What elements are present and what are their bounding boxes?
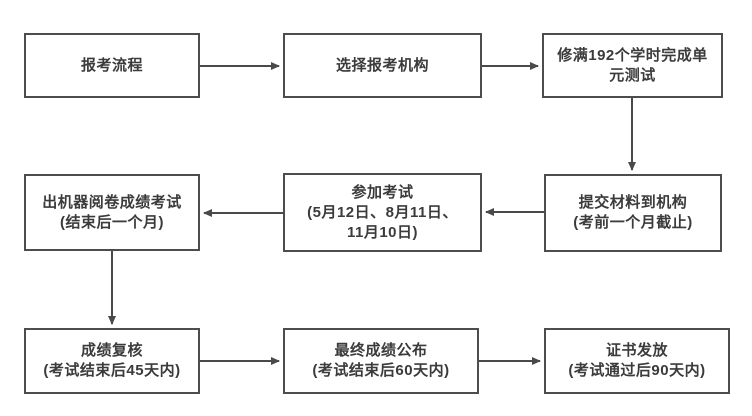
node-label-line: (考试结束后60天内) (312, 362, 450, 379)
node-label-line: (考试结束后45天内) (43, 362, 181, 379)
node-score-review: 成绩复核 (考试结束后45天内) (24, 328, 200, 394)
node-take-exam: 参加考试 (5月12日、8月11日、 11月10日) (283, 173, 482, 252)
node-label-line: 元测试 (609, 66, 656, 84)
node-label-line: 11月10日) (346, 223, 419, 241)
node-label-line: 提交材料到机构 (578, 194, 688, 211)
node-submit-materials: 提交材料到机构 (考前一个月截止) (544, 174, 722, 252)
node-label-line: (考试通过后90天内) (568, 362, 706, 379)
node-final-score-release: 最终成绩公布 (考试结束后60天内) (283, 328, 479, 394)
node-label-line: (5月12日、8月11日、 (307, 203, 458, 221)
node-label-line: 选择报考机构 (335, 56, 429, 74)
node-label-line: 修满192个学时完成单 (557, 46, 708, 64)
node-label-line: 报考流程 (80, 56, 143, 74)
node-label-line: (考前一个月截止) (573, 214, 693, 231)
node-label-line: 参加考试 (351, 183, 414, 201)
node-application-process: 报考流程 (24, 33, 200, 98)
node-label-line: 成绩复核 (80, 342, 143, 359)
node-certificate-issuance: 证书发放 (考试通过后90天内) (544, 328, 730, 394)
node-label-line: (结束后一个月) (60, 213, 164, 231)
node-label-line: 证书发放 (605, 342, 668, 359)
node-machine-scoring: 出机器阅卷成绩考试 (结束后一个月) (24, 174, 200, 251)
node-choose-institution: 选择报考机构 (283, 33, 482, 98)
node-label-line: 出机器阅卷成绩考试 (42, 193, 182, 211)
node-complete-192-hours: 修满192个学时完成单 元测试 (542, 33, 723, 98)
node-label-line: 最终成绩公布 (334, 342, 428, 359)
